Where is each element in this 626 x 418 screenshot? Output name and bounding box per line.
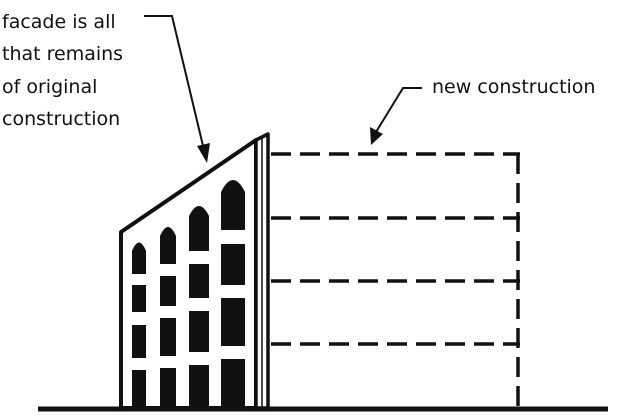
facade-label-line: that remains <box>2 43 124 65</box>
new-construction-label: new construction <box>432 76 596 98</box>
window <box>189 264 209 298</box>
window-column-1 <box>132 242 146 407</box>
new-construction-leader-line <box>375 87 422 133</box>
facade-label-line: construction <box>2 108 121 130</box>
arched-window <box>160 227 176 264</box>
arrowhead <box>197 143 210 163</box>
window <box>132 370 146 407</box>
window <box>189 365 209 407</box>
new-construction-leader-arrow <box>370 87 422 145</box>
facade <box>119 132 270 410</box>
window-column-4 <box>221 180 245 407</box>
window <box>132 285 146 312</box>
window <box>221 298 245 346</box>
window <box>189 311 209 352</box>
new-construction-outline <box>271 152 520 406</box>
window <box>221 244 245 285</box>
arched-window <box>189 206 209 251</box>
window <box>160 368 176 407</box>
arrowhead <box>370 127 383 145</box>
facade-leader-arrow <box>144 15 210 163</box>
arched-window <box>132 242 146 274</box>
window <box>221 359 245 407</box>
arched-window <box>221 180 245 230</box>
window-column-3 <box>189 206 209 407</box>
window <box>160 276 176 306</box>
window <box>132 325 146 358</box>
facade-leader-line <box>144 15 205 151</box>
facade-label-line: facade is all <box>2 11 116 33</box>
window-column-2 <box>160 227 176 407</box>
window <box>160 318 176 356</box>
facade-label-line: of original <box>2 76 98 98</box>
